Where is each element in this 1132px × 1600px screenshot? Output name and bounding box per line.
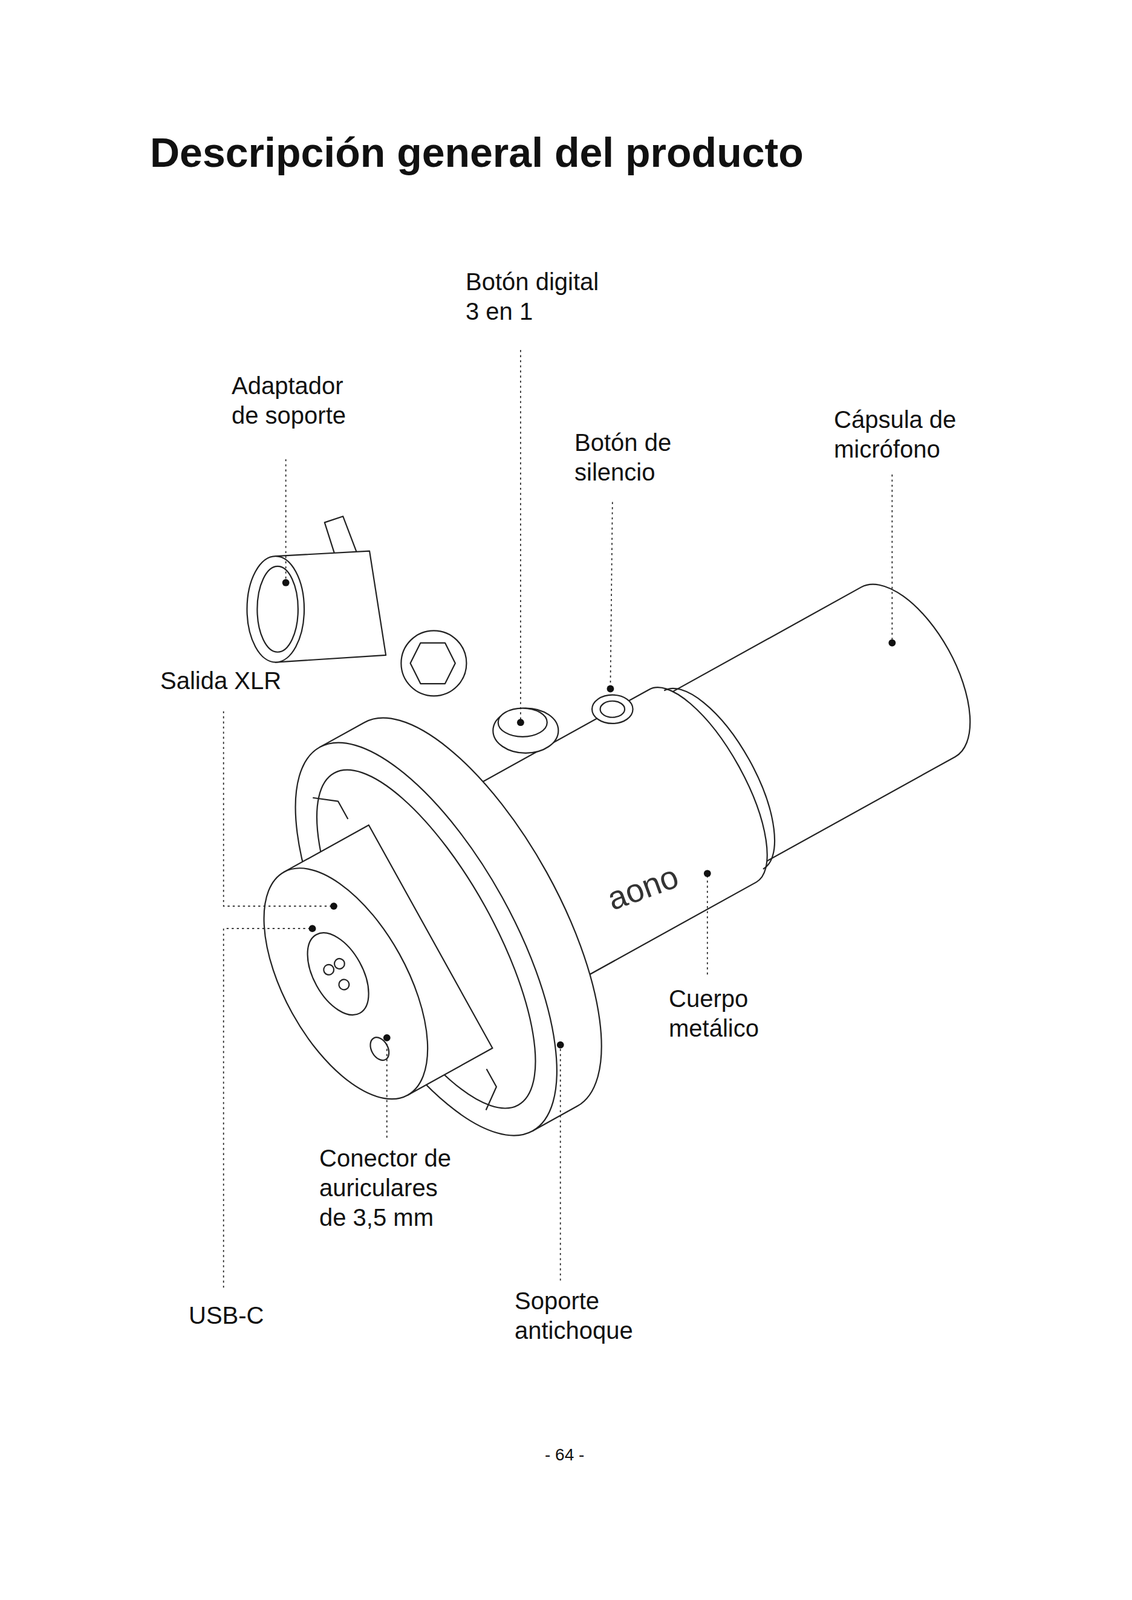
part-label: Conector de auriculares de 3,5 mm — [319, 1144, 462, 1233]
part-label: Botón digital 3 en 1 — [465, 267, 611, 327]
page-title: Descripción general del producto — [149, 128, 804, 177]
part-label: Salida XLR — [160, 666, 282, 697]
part-label: Botón de silencio — [574, 428, 684, 488]
part-label: Cápsula de micrófono — [833, 405, 967, 465]
part-label: Adaptador de soporte — [231, 371, 356, 431]
part-label: USB-C — [188, 1301, 264, 1331]
page-number: - 64 - — [544, 1445, 585, 1466]
part-label: Soporte antichoque — [514, 1286, 645, 1347]
part-label: Cuerpo metálico — [668, 984, 775, 1044]
